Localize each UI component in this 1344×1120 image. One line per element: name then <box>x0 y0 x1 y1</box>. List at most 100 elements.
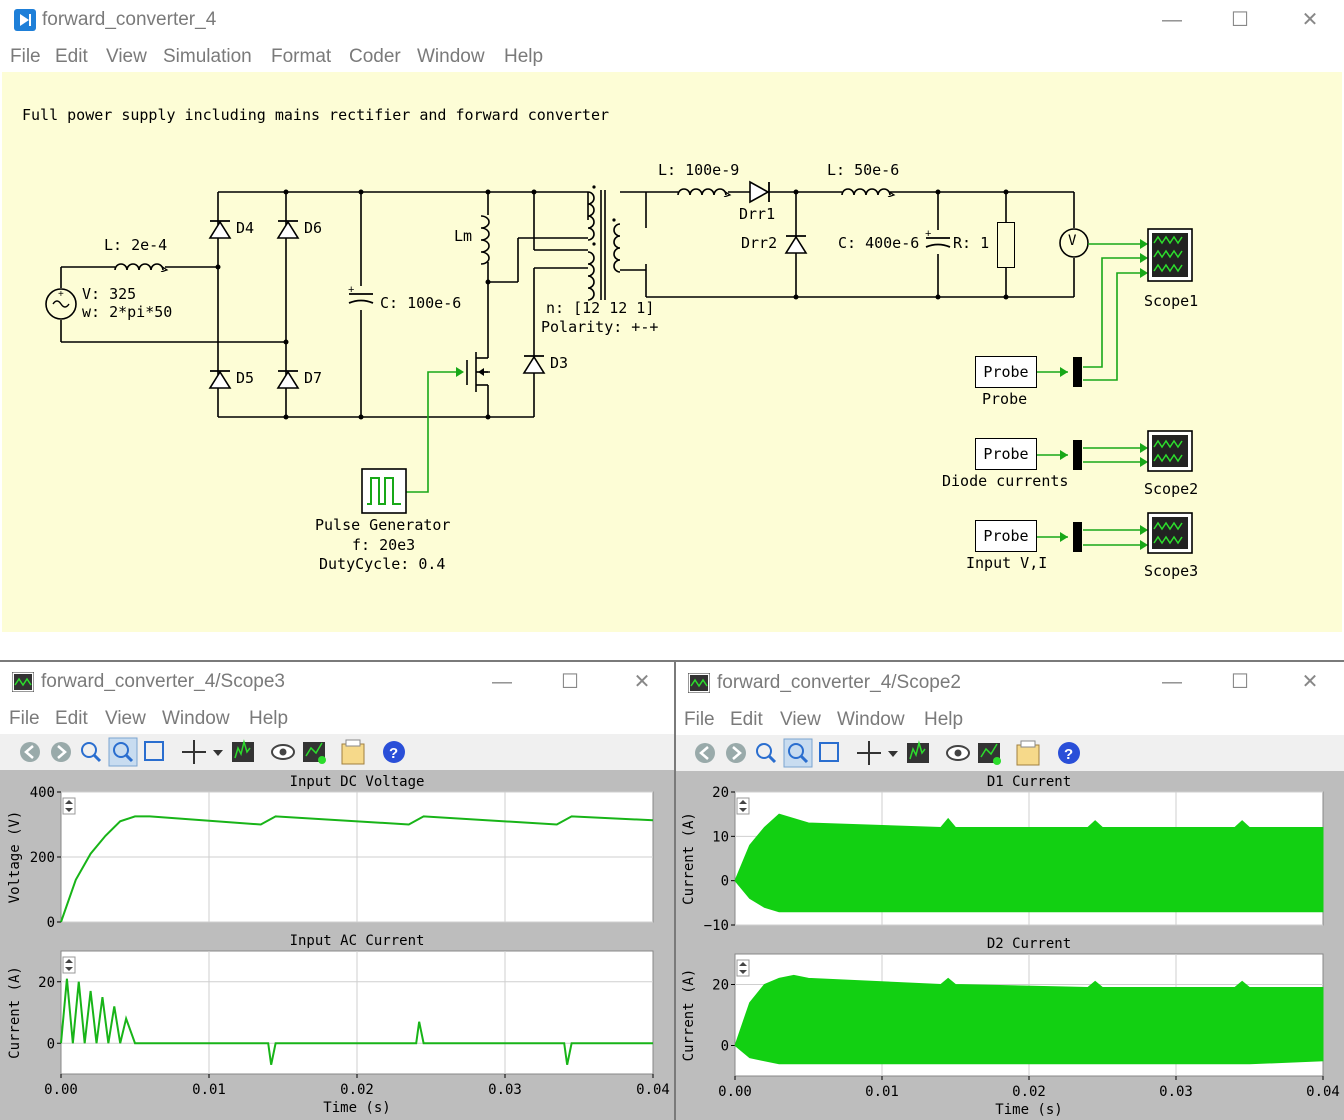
scope3-maximize-button[interactable]: ☐ <box>561 671 579 693</box>
transformer-icon[interactable] <box>580 184 628 304</box>
scope3-menu-file[interactable]: File <box>9 708 40 729</box>
scope2-close-button[interactable]: ✕ <box>1301 671 1319 693</box>
spectrum-icon[interactable] <box>907 740 929 763</box>
menu-format[interactable]: Format <box>271 46 332 67</box>
add-trace-icon[interactable] <box>978 743 1001 765</box>
axis-scale-handle-icon[interactable] <box>62 956 76 974</box>
resistor-icon[interactable] <box>997 222 1015 268</box>
y-axis-label: Current (A) <box>681 969 697 1062</box>
minimize-button[interactable]: — <box>1162 9 1182 31</box>
menu-edit[interactable]: Edit <box>55 46 88 67</box>
cursor-icon[interactable] <box>857 741 898 765</box>
x-tick-label: 0.00 <box>718 1084 752 1100</box>
svg-text:?: ? <box>1064 746 1073 763</box>
main-titlebar[interactable]: forward_converter_4 — ☐ ✕ <box>0 0 1344 40</box>
probe-block-2[interactable]: Probe <box>975 438 1037 470</box>
label-src-v: V: 325 <box>82 285 137 303</box>
inductor-out-icon[interactable] <box>840 183 896 197</box>
y-tick-label: 20 <box>712 978 729 994</box>
axis-scale-handle-icon[interactable] <box>62 797 76 815</box>
diode-d7-icon[interactable] <box>276 368 302 390</box>
menu-help[interactable]: Help <box>504 46 544 67</box>
menu-simulation[interactable]: Simulation <box>163 46 252 67</box>
diode-d5-icon[interactable] <box>208 368 234 390</box>
view-icon[interactable] <box>946 745 970 761</box>
menu-view[interactable]: View <box>106 46 147 67</box>
scope2-window: forward_converter_4/Scope2 — ☐ ✕ File Ed… <box>676 662 1344 1120</box>
label-pg-f: f: 20e3 <box>352 536 416 554</box>
scope-app-icon <box>12 672 34 692</box>
schematic-canvas[interactable]: + + + + <box>2 72 1342 632</box>
axis-scale-handle-icon[interactable] <box>736 797 750 815</box>
scope3-close-button[interactable]: ✕ <box>633 671 651 693</box>
zoom-icon[interactable] <box>81 742 102 763</box>
label-l-out: L: 50e-6 <box>827 161 900 179</box>
view-icon[interactable] <box>271 744 295 760</box>
properties-icon[interactable] <box>341 739 365 765</box>
scope3-icon[interactable] <box>1147 512 1195 556</box>
scope1-icon[interactable] <box>1147 228 1195 284</box>
scope2-window-title: forward_converter_4/Scope2 <box>717 672 961 693</box>
diode-drr2-icon[interactable] <box>784 233 810 255</box>
zoom-fit-icon[interactable] <box>108 737 138 767</box>
voltage-source-icon[interactable]: + <box>44 286 80 322</box>
inductor-leak-icon[interactable] <box>676 183 732 197</box>
scope2-menu-edit[interactable]: Edit <box>730 709 763 730</box>
pulse-generator-icon[interactable] <box>361 468 409 516</box>
diode-d3-icon[interactable] <box>522 353 548 375</box>
scope2-icon[interactable] <box>1147 430 1195 474</box>
scope3-menu-edit[interactable]: Edit <box>55 708 88 729</box>
label-src-w: w: 2*pi*50 <box>82 303 173 321</box>
scope2-minimize-button[interactable]: — <box>1162 671 1182 693</box>
back-icon[interactable] <box>695 743 715 763</box>
scope3-minimize-button[interactable]: — <box>492 671 512 693</box>
scope2-titlebar[interactable]: forward_converter_4/Scope2 — ☐ ✕ <box>676 662 1344 702</box>
y-tick-label: 200 <box>30 850 55 866</box>
back-icon[interactable] <box>20 742 40 762</box>
scope2-menu-window[interactable]: Window <box>837 709 905 730</box>
data-series-line <box>60 978 653 1065</box>
scope3-menu-help[interactable]: Help <box>249 708 289 729</box>
y-axis-label: Voltage (V) <box>7 811 23 904</box>
diode-d6-icon[interactable] <box>276 218 302 240</box>
scope2-menu-file[interactable]: File <box>684 709 715 730</box>
menu-window[interactable]: Window <box>417 46 485 67</box>
zoom-icon[interactable] <box>756 743 777 764</box>
voltmeter-icon[interactable]: + <box>1058 226 1094 262</box>
diode-drr1-icon[interactable] <box>748 180 772 204</box>
probe-block-3[interactable]: Probe <box>975 520 1037 552</box>
cursor-icon[interactable] <box>182 740 223 764</box>
capacitor-bulk-icon[interactable]: + <box>346 286 376 310</box>
scope3-menu-view[interactable]: View <box>105 708 146 729</box>
menu-coder[interactable]: Coder <box>349 46 401 67</box>
axis-scale-handle-icon[interactable] <box>736 959 750 977</box>
fit-icon[interactable] <box>144 741 164 761</box>
inductor-in-icon[interactable] <box>113 258 169 272</box>
inductor-lm-icon[interactable] <box>480 214 494 266</box>
mosfet-icon[interactable] <box>464 358 494 390</box>
diode-d4-icon[interactable] <box>208 218 234 240</box>
voltmeter-label: V <box>1068 233 1077 249</box>
scope2-menu-help[interactable]: Help <box>924 709 964 730</box>
menu-file[interactable]: File <box>10 46 41 67</box>
help-icon[interactable]: ? <box>1058 742 1080 764</box>
scope2-menu-view[interactable]: View <box>780 709 821 730</box>
scope3-titlebar[interactable]: forward_converter_4/Scope3 — ☐ ✕ <box>0 662 674 702</box>
scope2-maximize-button[interactable]: ☐ <box>1231 671 1249 693</box>
maximize-button[interactable]: ☐ <box>1231 9 1249 31</box>
scope3-menu-window[interactable]: Window <box>162 708 230 729</box>
forward-icon[interactable] <box>726 743 746 763</box>
capacitor-out-icon[interactable]: + <box>923 230 953 254</box>
help-icon[interactable]: ? <box>383 741 405 763</box>
zoom-fit-icon[interactable] <box>783 738 813 768</box>
close-button[interactable]: ✕ <box>1301 9 1319 31</box>
forward-icon[interactable] <box>51 742 71 762</box>
fit-icon[interactable] <box>819 742 839 762</box>
properties-icon[interactable] <box>1016 740 1040 766</box>
y-tick-label: −10 <box>704 918 729 934</box>
probe-block-1[interactable]: Probe <box>975 356 1037 388</box>
add-trace-icon[interactable] <box>303 742 326 764</box>
spectrum-icon[interactable] <box>232 739 254 762</box>
